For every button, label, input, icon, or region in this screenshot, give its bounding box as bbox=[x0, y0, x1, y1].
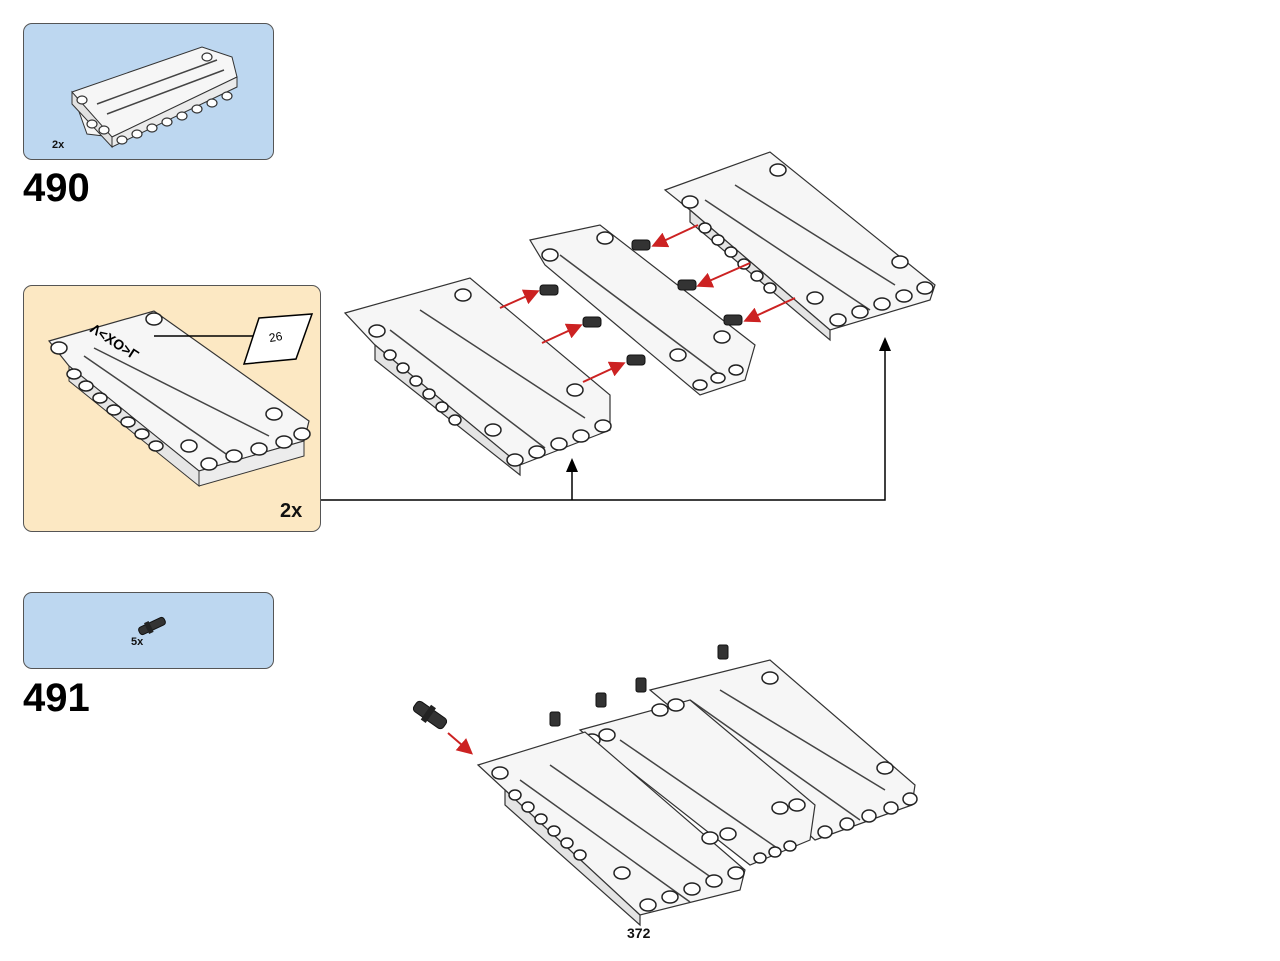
arrow-up-icon bbox=[879, 337, 891, 351]
black-pin-icon bbox=[549, 644, 729, 727]
middle-beam bbox=[529, 224, 756, 396]
white-panel-part-icon bbox=[71, 46, 238, 149]
submodel-panel-icon: Λ<XO>Γ bbox=[47, 310, 314, 488]
page-number: 372 bbox=[627, 925, 651, 941]
right-panel bbox=[663, 151, 936, 342]
red-insertion-arrows bbox=[499, 224, 796, 383]
assembled-panel-front bbox=[476, 731, 746, 927]
black-friction-pin-icon bbox=[138, 616, 166, 636]
part-quantity: 5x bbox=[131, 636, 144, 648]
arrow-up-icon bbox=[566, 458, 578, 472]
submodel-quantity: 2x bbox=[280, 500, 303, 522]
red-insertion-arrow bbox=[447, 732, 474, 755]
step-number: 490 bbox=[23, 166, 90, 210]
submodel-callout: Λ<XO>Γ 26 bbox=[23, 285, 321, 532]
step-491-parts-list: 5x bbox=[23, 592, 274, 669]
step-number: 491 bbox=[23, 676, 90, 720]
black-pin-icon bbox=[539, 239, 743, 366]
part-quantity: 2x bbox=[52, 139, 65, 151]
step-490-parts-list: 2x bbox=[23, 23, 274, 160]
left-panel bbox=[343, 277, 612, 477]
black-pin-icon bbox=[412, 700, 448, 730]
